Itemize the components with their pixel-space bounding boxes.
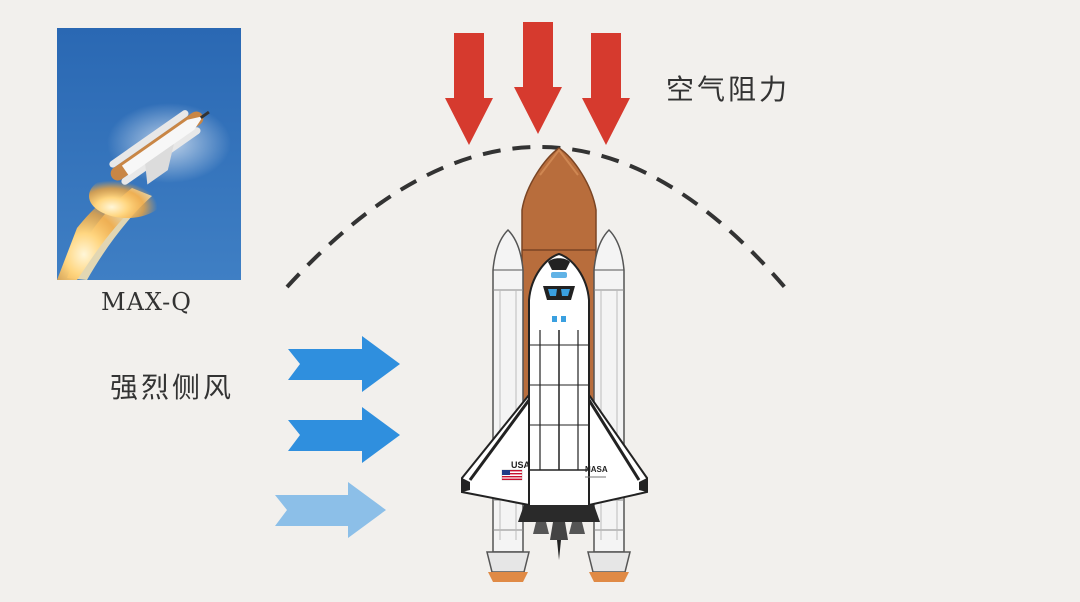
arrow-right-icon — [275, 482, 386, 538]
space-shuttle: USA NASA — [461, 147, 648, 582]
photo-caption: MAX-Q — [101, 288, 192, 316]
usa-marking: USA — [511, 460, 531, 470]
arrow-down-icon — [514, 22, 562, 134]
us-flag-icon — [501, 469, 523, 481]
arrow-down-icon — [445, 33, 493, 145]
dashed-pressure-arc — [285, 145, 790, 293]
orbiter: USA NASA — [461, 252, 648, 560]
arrow-down-icon — [582, 33, 630, 145]
nasa-marking: NASA — [585, 465, 608, 474]
max-q-photo — [57, 28, 241, 280]
drag-arrows — [445, 22, 630, 145]
air-resistance-label: 空气阻力 — [666, 73, 791, 106]
crosswind-label: 强烈侧风 — [110, 371, 235, 404]
arrow-right-icon — [288, 336, 400, 392]
wind-arrows — [275, 336, 400, 538]
arrow-right-icon — [288, 407, 400, 463]
